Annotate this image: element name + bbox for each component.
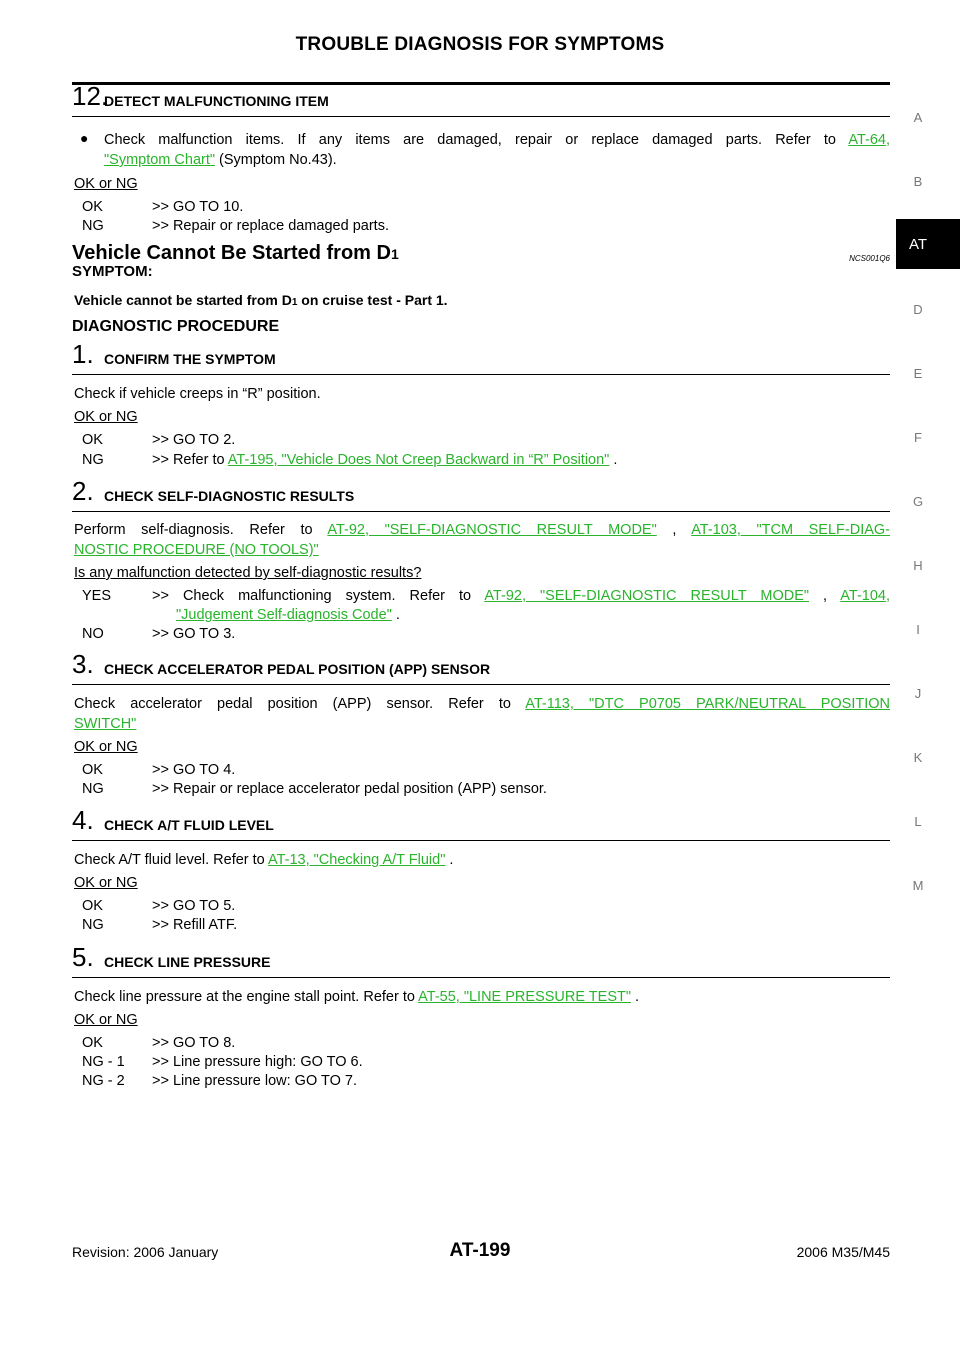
ok-or-ng-label: OK or NG xyxy=(74,176,138,192)
side-index-k[interactable]: K xyxy=(913,750,923,765)
step-12-text-line2: "Symptom Chart" (Symptom No.43). xyxy=(104,152,337,168)
step-12-text: Check malfunction items. If any items ar… xyxy=(104,132,890,148)
link-at-55[interactable]: AT-55, "LINE PRESSURE TEST" xyxy=(418,989,631,1005)
link-at-103-cont[interactable]: NOSTIC PROCEDURE (NO TOOLS)" xyxy=(74,542,319,558)
side-index-j[interactable]: J xyxy=(914,686,922,701)
ok-or-ng-label: OK or NG xyxy=(74,409,138,425)
step-title: CHECK SELF-DIAGNOSTIC RESULTS xyxy=(104,488,355,504)
bullet-icon: ● xyxy=(80,130,89,146)
ok-or-ng-label: OK or NG xyxy=(74,1012,138,1028)
step-number: 12. xyxy=(72,81,109,111)
side-index-e[interactable]: E xyxy=(913,366,923,381)
ok-or-ng-label: OK or NG xyxy=(74,875,138,891)
side-index-d[interactable]: D xyxy=(913,302,923,317)
link-at-104[interactable]: AT-104, xyxy=(840,588,890,604)
footer-revision: Revision: 2006 January xyxy=(72,1244,219,1260)
side-index-a[interactable]: A xyxy=(913,110,923,125)
diagnostic-procedure-heading: DIAGNOSTIC PROCEDURE xyxy=(72,318,280,335)
side-index-g[interactable]: G xyxy=(912,494,924,509)
link-at-92-result[interactable]: AT-92, "SELF-DIAGNOSTIC RESULT MODE" xyxy=(484,588,810,604)
symptom-text: Vehicle cannot be started from D1 on cru… xyxy=(74,292,448,308)
header-rule xyxy=(72,82,890,85)
side-index-b[interactable]: B xyxy=(913,174,923,189)
step-number: 4. xyxy=(72,805,94,835)
side-index-i[interactable]: I xyxy=(916,622,920,637)
side-index-h[interactable]: H xyxy=(913,558,923,573)
step-title: DETECT MALFUNCTIONING ITEM xyxy=(104,93,329,109)
link-at-13[interactable]: AT-13, "Checking A/T Fluid" xyxy=(267,852,446,868)
side-index-at-active[interactable]: AT xyxy=(896,219,960,269)
step-3-text: Check accelerator pedal position (APP) s… xyxy=(74,696,891,712)
step-1-heading: 1. CONFIRM THE SYMPTOM xyxy=(72,339,890,375)
link-at-195[interactable]: AT-195, "Vehicle Does Not Creep Backward… xyxy=(227,452,610,468)
ok-or-ng-label: OK or NG xyxy=(74,739,138,755)
step-number: 1. xyxy=(72,339,94,369)
section-title: Vehicle Cannot Be Started from D1 xyxy=(72,242,399,264)
step-4-heading: 4. CHECK A/T FLUID LEVEL xyxy=(72,805,890,841)
step-12-heading: 12. DETECT MALFUNCTIONING ITEM xyxy=(72,81,890,117)
link-symptom-chart[interactable]: "Symptom Chart" xyxy=(104,152,216,168)
step-5-heading: 5. CHECK LINE PRESSURE xyxy=(72,942,890,978)
link-at-113-cont[interactable]: SWITCH" xyxy=(74,716,137,732)
step-title: CHECK ACCELERATOR PEDAL POSITION (APP) S… xyxy=(104,661,491,677)
side-index-m[interactable]: M xyxy=(912,878,924,893)
step-5-text: Check line pressure at the engine stall … xyxy=(74,989,640,1005)
footer-page-number: AT-199 xyxy=(449,1240,511,1261)
side-index-l[interactable]: L xyxy=(914,814,922,829)
step-title: CONFIRM THE SYMPTOM xyxy=(104,351,276,367)
page-header-title: TROUBLE DIAGNOSIS FOR SYMPTOMS xyxy=(295,34,665,55)
step-2-text: Perform self-diagnosis. Refer to AT-92, … xyxy=(74,522,890,538)
step-4-text: Check A/T fluid level. Refer to AT-13, "… xyxy=(74,852,454,868)
step-title: CHECK LINE PRESSURE xyxy=(104,954,271,970)
step-3-text-line2: SWITCH" xyxy=(74,714,136,734)
step-3-heading: 3. CHECK ACCELERATOR PEDAL POSITION (APP… xyxy=(72,649,890,685)
step-number: 5. xyxy=(72,942,94,972)
symptom-heading: SYMPTOM: xyxy=(72,263,153,280)
side-index-f[interactable]: F xyxy=(914,430,922,445)
step-2-text-line2: NOSTIC PROCEDURE (NO TOOLS)" xyxy=(74,540,319,560)
link-at-113[interactable]: AT-113, "DTC P0705 PARK/NEUTRAL POSITION xyxy=(525,696,891,712)
link-at-64[interactable]: AT-64, xyxy=(848,132,890,148)
link-at-103[interactable]: AT-103, "TCM SELF-DIAG- xyxy=(691,522,890,538)
step-1-text: Check if vehicle creeps in “R” position. xyxy=(74,386,321,402)
step-number: 2. xyxy=(72,476,94,506)
step-number: 3. xyxy=(72,649,94,679)
footer-model: 2006 M35/M45 xyxy=(796,1244,890,1260)
link-at-92[interactable]: AT-92, "SELF-DIAGNOSTIC RESULT MODE" xyxy=(327,522,657,538)
question-label: Is any malfunction detected by self-diag… xyxy=(74,565,422,581)
step-2-heading: 2. CHECK SELF-DIAGNOSTIC RESULTS xyxy=(72,476,890,512)
link-judgement-code[interactable]: "Judgement Self-diagnosis Code" xyxy=(176,607,392,623)
step-title: CHECK A/T FLUID LEVEL xyxy=(104,817,274,833)
section-code: NCS001Q6 xyxy=(849,254,890,263)
